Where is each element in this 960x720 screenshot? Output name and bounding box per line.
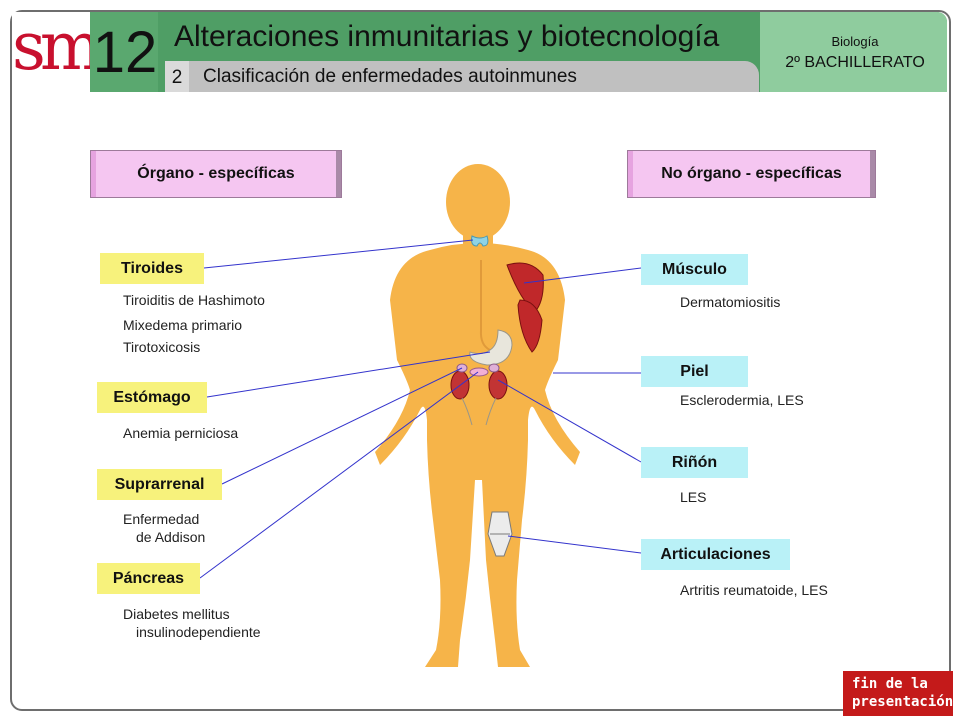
disease-addison-line2-wrap: de Addison [123,529,205,546]
disease-diabetes-line1: Diabetes mellitus [123,606,230,622]
course-box [760,12,947,92]
page-title: Alteraciones inmunitarias y biotecnologí… [174,20,720,53]
category-non-organ-specific: No órgano - específicas [627,150,876,198]
section-number: 2 [165,61,189,92]
disease-les: LES [680,489,707,505]
disease-addison-line1: Enfermedad [123,511,200,527]
label-estomago: Estómago [97,382,207,413]
disease-artritis-reumatoide: Artritis reumatoide, LES [680,582,828,598]
gut-tube [479,260,491,351]
label-pancreas: Páncreas [97,563,200,594]
section-title: Clasificación de enfermedades autoinmune… [203,66,577,87]
unit-number: 12 [92,20,158,85]
label-rinon: Riñón [641,447,748,478]
end-button-line1: fin de la [852,676,928,692]
knee-joint-icon [487,511,513,557]
disease-anemia-perniciosa: Anemia perniciosa [123,425,239,441]
thyroid-icon [471,235,489,247]
category-organ-specific: Órgano - específicas [90,150,342,198]
disease-esclerodermia: Esclerodermia, LES [680,392,804,408]
label-suprarrenal: Suprarrenal [97,469,222,500]
connector-lines [199,239,642,579]
disease-mixedema: Mixedema primario [123,317,243,333]
end-button-line2: presentación [852,694,954,710]
muscle-icon [506,262,544,353]
disease-dermatomiositis: Dermatomiositis [680,294,781,310]
label-articulaciones: Articulaciones [641,539,790,570]
kidney-icon [450,363,508,426]
subject-label: Biología [831,34,879,49]
disease-addison-line2: de Addison [136,529,206,545]
disease-hashimoto: Tiroiditis de Hashimoto [123,292,265,308]
label-piel: Piel [641,356,748,387]
logo-box [12,12,90,92]
stomach-icon [469,329,513,366]
section-bar [165,61,759,92]
disease-diabetes-line2: insulinodependiente [136,624,261,640]
end-presentation-button[interactable] [843,671,953,716]
disease-diabetes-line2-wrap: insulinodependiente [123,624,261,641]
label-tiroides: Tiroides [100,253,204,284]
disease-tirotoxicosis: Tirotoxicosis [123,339,201,355]
level-label: 2º BACHILLERATO [785,54,925,71]
unit-number-box [90,12,158,92]
label-musculo: Músculo [641,254,748,285]
body-silhouette [375,164,580,667]
sm-logo: sm [12,8,103,85]
